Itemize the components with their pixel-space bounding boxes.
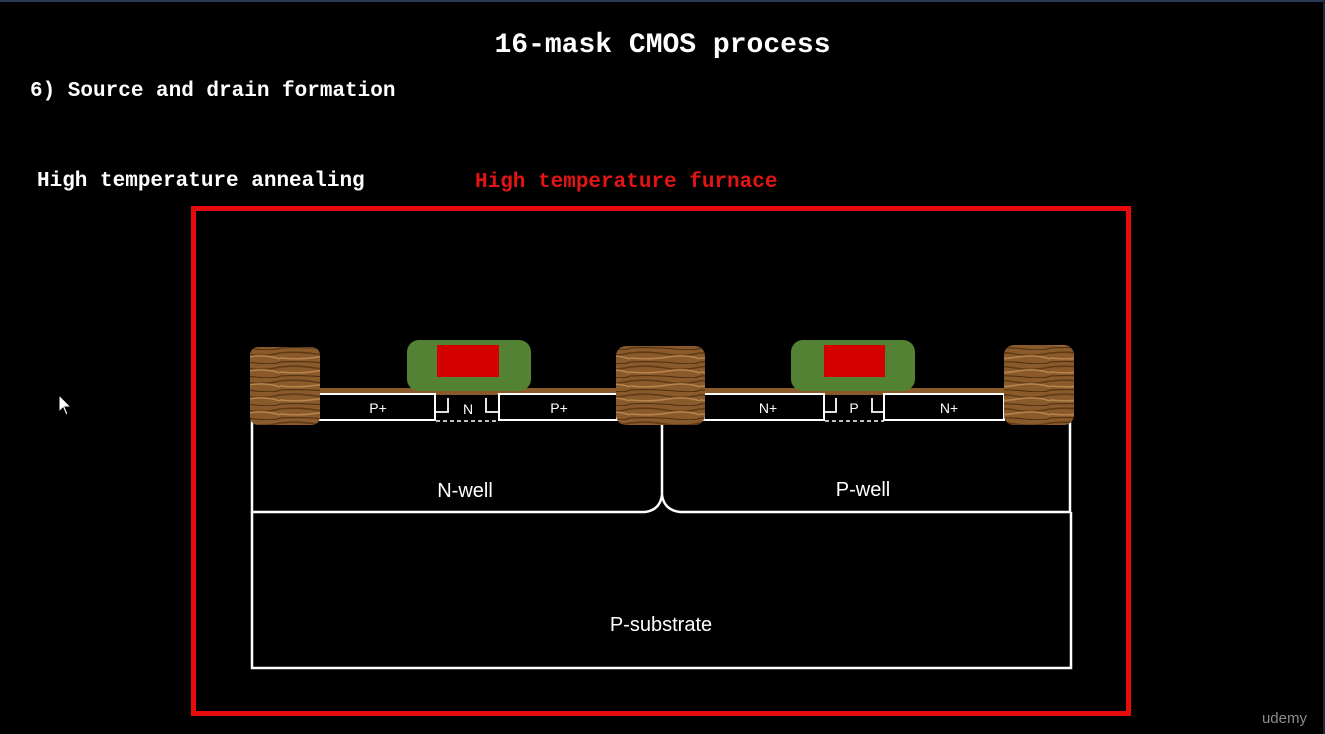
field-oxide-left	[250, 347, 320, 425]
label-substrate: P-substrate	[610, 614, 712, 636]
top-border-line	[0, 0, 1325, 2]
field-oxide-right	[1004, 345, 1074, 425]
field-oxide-center	[616, 346, 705, 425]
pmos-gate	[437, 345, 499, 377]
right-border-line	[1323, 0, 1325, 734]
label-n-well: N-well	[437, 480, 493, 502]
process-label: High temperature annealing	[37, 170, 365, 193]
furnace-box	[191, 206, 1131, 716]
label-nmos-body: P	[849, 400, 858, 416]
pmos-ldd-right	[485, 398, 499, 413]
label-p-well: P-well	[836, 479, 890, 501]
udemy-watermark: udemy	[1261, 710, 1307, 727]
nmos-ldd-right	[871, 398, 884, 413]
nmos-gate	[824, 345, 885, 377]
label-pmos-body: N	[463, 401, 473, 417]
mouse-pointer-icon	[58, 394, 73, 416]
p-well-outline	[660, 420, 1072, 514]
label-pmos-source: P+	[369, 400, 387, 416]
label-nmos-drain: N+	[940, 400, 958, 416]
substrate-outline	[250, 512, 1073, 670]
slide-title: 16-mask CMOS process	[494, 30, 831, 61]
pmos-source-region	[318, 393, 436, 421]
step-heading: 6) Source and drain formation	[30, 80, 396, 103]
pmos-ldd-left	[434, 398, 449, 413]
label-pmos-drain: P+	[550, 400, 568, 416]
nmos-ldd-left	[823, 398, 837, 413]
label-nmos-source: N+	[759, 400, 777, 416]
furnace-label: High temperature furnace	[475, 171, 778, 194]
